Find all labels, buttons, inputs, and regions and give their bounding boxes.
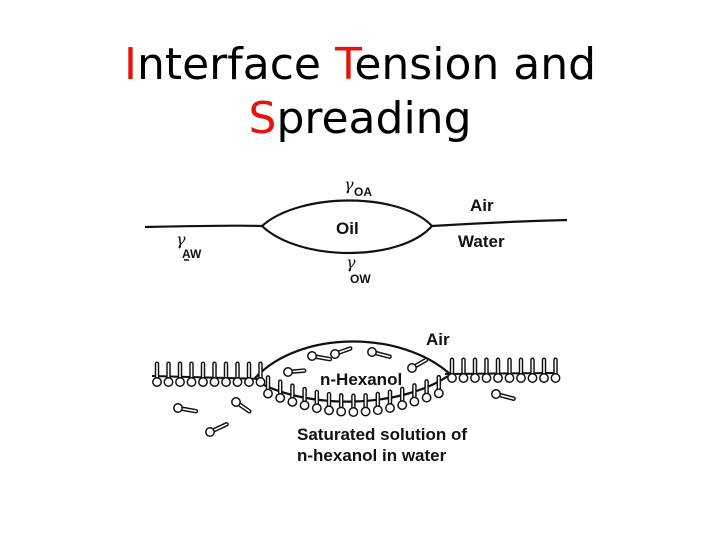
monolayer-molecule-left — [199, 364, 207, 386]
dissolved-molecule-lens — [284, 368, 304, 376]
monolayer-molecule-right — [505, 360, 513, 382]
monolayer-molecule-right — [551, 360, 559, 382]
dissolved-molecule-lens — [368, 348, 390, 357]
monolayer-molecule-right — [448, 360, 456, 382]
monolayer-molecule-left — [164, 364, 172, 386]
dissolved-molecule-lens — [308, 352, 330, 360]
dissolved-molecule-lens — [408, 360, 426, 372]
monolayer-molecule-under-lens — [374, 394, 382, 414]
hexanol-lens-diagram: Air n-Hexanol Saturated solution of n-he… — [152, 330, 560, 465]
dissolved-molecule-water — [174, 404, 196, 412]
gamma-oa-subscript: OA — [354, 185, 372, 199]
hexanol-lens-label: n-Hexanol — [320, 370, 402, 389]
monolayer-molecule-under-lens — [337, 395, 345, 415]
monolayer-molecule-under-lens — [398, 389, 406, 409]
monolayer-molecule-right — [494, 360, 502, 382]
monolayer-molecule-right — [471, 360, 479, 382]
dissolved-molecule-water — [232, 398, 249, 411]
monolayer-molecule-right — [528, 360, 536, 382]
monolayer-molecule-left — [210, 364, 218, 386]
oil-label: Oil — [336, 219, 359, 238]
air-water-interface-right — [432, 220, 567, 226]
dissolved-molecule-water — [492, 390, 514, 399]
monolayer-molecule-left — [153, 364, 161, 386]
monolayer-molecule-left — [245, 364, 253, 386]
monolayer-molecule-under-lens — [349, 396, 357, 416]
gamma-oa-symbol: γ — [344, 175, 354, 194]
monolayer-molecule-left — [187, 364, 195, 386]
oil-lens-diagram: γ OA Oil Air Water γ AW γ OW — [145, 175, 567, 286]
monolayer-molecule-under-lens — [410, 385, 418, 405]
water-label: Water — [458, 232, 505, 251]
monolayer-molecule-right — [517, 360, 525, 382]
air-label-bottom: Air — [426, 330, 450, 349]
monolayer-molecule-under-lens — [386, 392, 394, 412]
air-label-top: Air — [470, 196, 494, 215]
hexanol-molecules — [153, 348, 560, 436]
solution-label-line-2: n-hexanol in water — [297, 446, 447, 465]
monolayer-molecule-right — [459, 360, 467, 382]
monolayer-molecule-under-lens — [422, 381, 430, 401]
monolayer-molecule-under-lens — [313, 392, 321, 412]
air-water-interface-left — [145, 226, 262, 227]
solution-label-line-1: Saturated solution of — [297, 425, 467, 444]
monolayer-molecule-left — [222, 364, 230, 386]
monolayer-molecule-right — [540, 360, 548, 382]
monolayer-molecule-under-lens — [361, 395, 369, 415]
dissolved-molecule-water — [206, 424, 227, 436]
gamma-aw-subscript: AW — [182, 247, 202, 261]
monolayer-molecule-right — [482, 360, 490, 382]
gamma-ow-subscript: OW — [350, 272, 371, 286]
monolayer-molecule-under-lens — [325, 394, 333, 414]
monolayer-molecule-left — [233, 364, 241, 386]
monolayer-molecule-left — [176, 364, 184, 386]
gamma-ow-symbol: γ — [346, 253, 356, 272]
dissolved-molecule-lens — [331, 348, 350, 358]
